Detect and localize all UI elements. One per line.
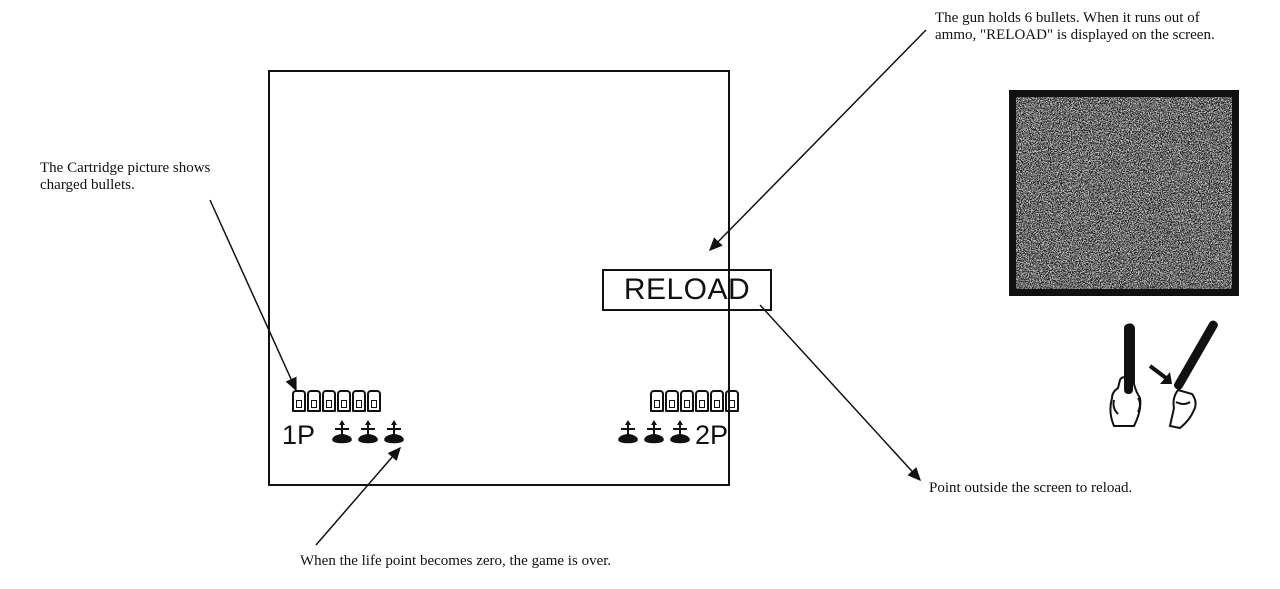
game-over-callout-line (316, 448, 400, 545)
cartridge-callout-line (210, 200, 296, 390)
point-outside-callout-line (760, 305, 920, 480)
reload-callout-line (710, 30, 926, 250)
